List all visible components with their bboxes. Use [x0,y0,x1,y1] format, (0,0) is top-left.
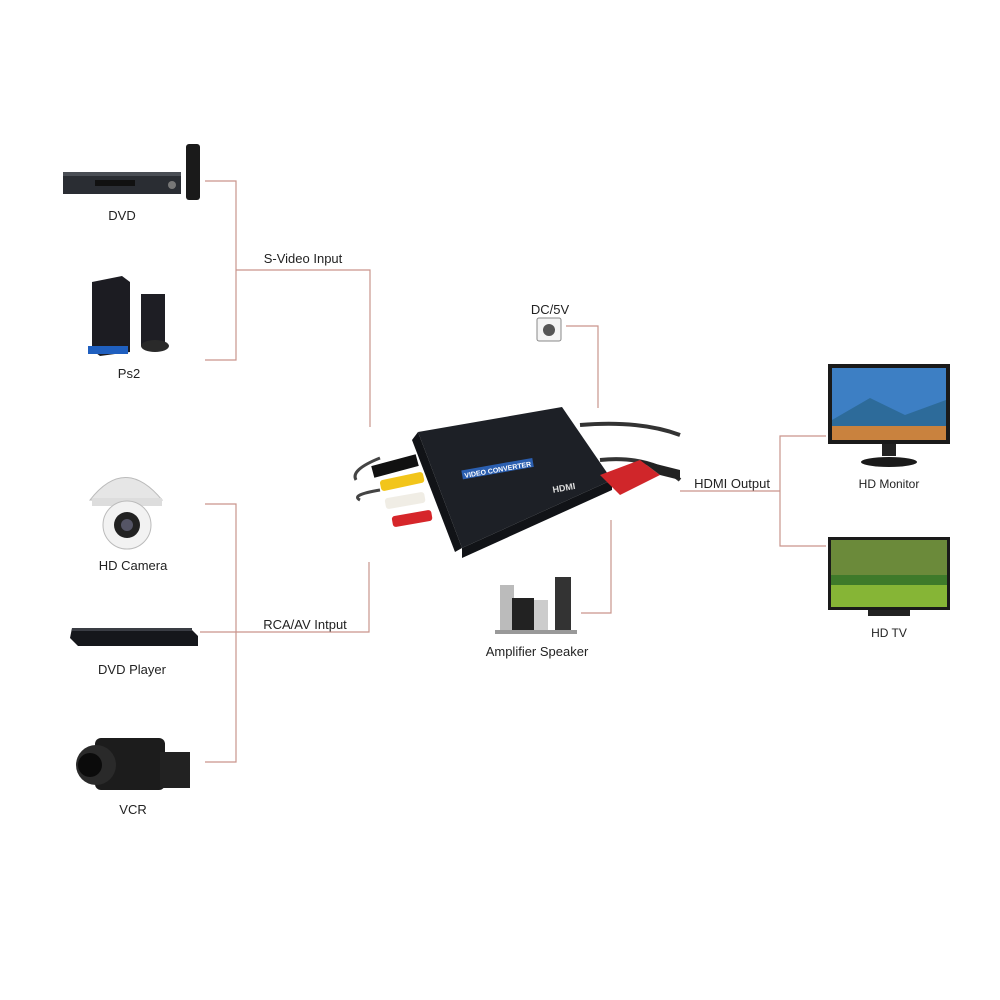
vcr-icon [76,738,190,790]
device-label-dvd: DVD [108,208,136,223]
device-label-ps2: Ps2 [117,366,141,381]
device-label-dvd-player: DVD Player [98,662,166,677]
svideo-input-label: S-Video Input [263,251,343,266]
connector-lines [200,180,826,763]
device-label-hd-camera: HD Camera [98,558,168,573]
device-label-hd-tv: HD TV [871,626,907,640]
amplifier-speaker-label: Amplifier Speaker [485,644,589,659]
dc-power-jack-icon [536,317,562,342]
dc-power-label: DC/5V [530,302,570,317]
hd-tv-icon [828,537,950,616]
device-label-vcr: VCR [119,802,147,817]
hd-camera-icon [88,477,164,550]
dvd-icon [63,144,200,200]
hdmi-output-label: HDMI Output [694,476,770,491]
hd-monitor-icon [828,364,950,467]
rca-input-label: RCA/AV Intput [263,617,347,632]
amplifier-speaker-icon [495,577,577,634]
dvd-player-icon [70,628,198,646]
ps2-icon [88,276,169,356]
video-converter-device: VIDEO CONVERTER HDMI [353,407,682,558]
hdmi-logo: HDMI [552,481,576,495]
device-label-hd-monitor: HD Monitor [858,477,920,491]
